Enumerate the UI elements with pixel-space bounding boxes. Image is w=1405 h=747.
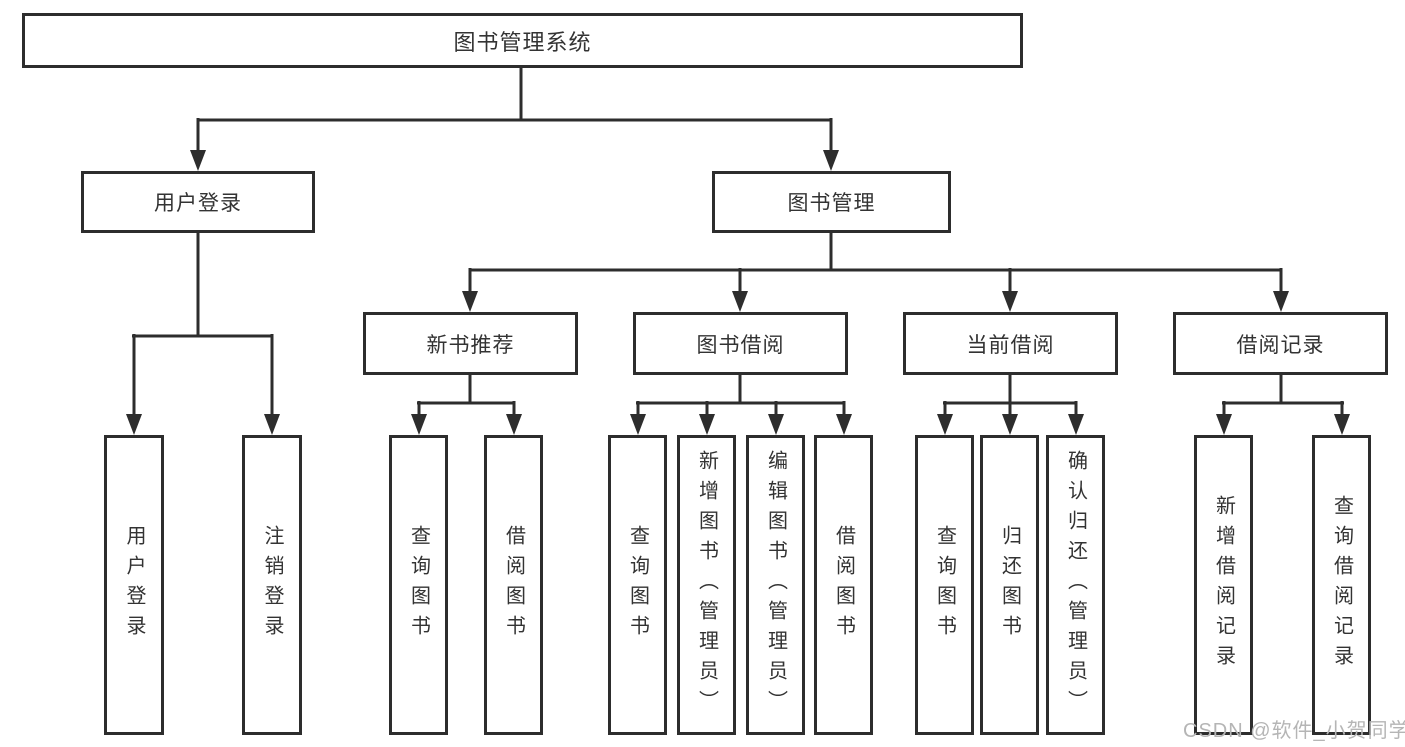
connector-book-borrow-group [636, 375, 846, 417]
leaf-borrow-edit-books-admin: 编辑图书（管理员） [746, 435, 805, 735]
node-label: 注销登录 [261, 525, 283, 645]
node-label: 借阅图书 [832, 525, 855, 645]
node-label: 当前借阅 [966, 333, 1055, 357]
node-label: 图书管理系统 [453, 29, 592, 55]
node-current-borrow: 当前借阅 [903, 312, 1118, 375]
leaf-borrow-borrow-books: 借阅图书 [814, 435, 873, 735]
node-book-management: 图书管理 [712, 171, 951, 233]
leaf-logout: 注销登录 [242, 435, 302, 735]
node-label: 新书推荐 [426, 333, 515, 357]
node-new-book-recommend: 新书推荐 [363, 312, 578, 375]
connector-user-login-to-leaves [132, 233, 274, 417]
csdn-watermark: CSDN @软件_小贺同学 [1183, 720, 1405, 742]
node-borrow-records: 借阅记录 [1173, 312, 1388, 375]
leaf-recommend-query-books: 查询图书 [389, 435, 448, 735]
node-label: 确认归还（管理员） [1064, 450, 1087, 720]
connector-borrow-records-arrowheads [1216, 414, 1350, 435]
leaf-current-query-books: 查询图书 [915, 435, 974, 735]
connector-new-book-recommend-group [417, 375, 516, 417]
node-label: 查询图书 [933, 525, 956, 645]
node-label: 归还图书 [998, 525, 1021, 645]
connector-book-management-arrowheads [462, 291, 1289, 312]
node-user-login: 用户登录 [81, 171, 315, 233]
connector-book-management-to-level3 [468, 233, 1283, 294]
node-label: 借阅记录 [1236, 333, 1325, 357]
connector-user-login-arrowheads [126, 414, 280, 435]
leaf-records-add-record: 新增借阅记录 [1194, 435, 1253, 735]
node-label: 查询图书 [626, 525, 649, 645]
node-label: 图书管理 [787, 192, 876, 215]
leaf-user-login: 用户登录 [104, 435, 164, 735]
leaf-current-return-books: 归还图书 [980, 435, 1039, 735]
node-label: 用户登录 [123, 525, 145, 645]
node-label: 借阅图书 [502, 525, 525, 645]
connector-borrow-records-group [1222, 375, 1344, 417]
connector-root-to-level2 [196, 68, 833, 153]
node-label: 新增借阅记录 [1212, 495, 1235, 675]
node-label: 查询借阅记录 [1330, 495, 1353, 675]
connector-current-borrow-arrowheads [937, 414, 1084, 435]
node-label: 图书借阅 [696, 333, 785, 357]
node-root: 图书管理系统 [22, 13, 1023, 68]
leaf-recommend-borrow-books: 借阅图书 [484, 435, 543, 735]
node-label: 查询图书 [407, 525, 430, 645]
leaf-records-query-record: 查询借阅记录 [1312, 435, 1371, 735]
node-label: 用户登录 [154, 192, 242, 215]
connector-new-book-recommend-arrowheads [411, 414, 522, 435]
node-label: 编辑图书（管理员） [764, 450, 787, 720]
connector-book-borrow-arrowheads [630, 414, 852, 435]
node-book-borrow: 图书借阅 [633, 312, 848, 375]
leaf-borrow-query-books: 查询图书 [608, 435, 667, 735]
leaf-borrow-add-books-admin: 新增图书（管理员） [677, 435, 736, 735]
leaf-current-confirm-return-admin: 确认归还（管理员） [1046, 435, 1105, 735]
connector-root-to-level2-arrowheads [190, 150, 839, 171]
connector-current-borrow-group [943, 375, 1078, 417]
node-label: 新增图书（管理员） [695, 450, 718, 720]
